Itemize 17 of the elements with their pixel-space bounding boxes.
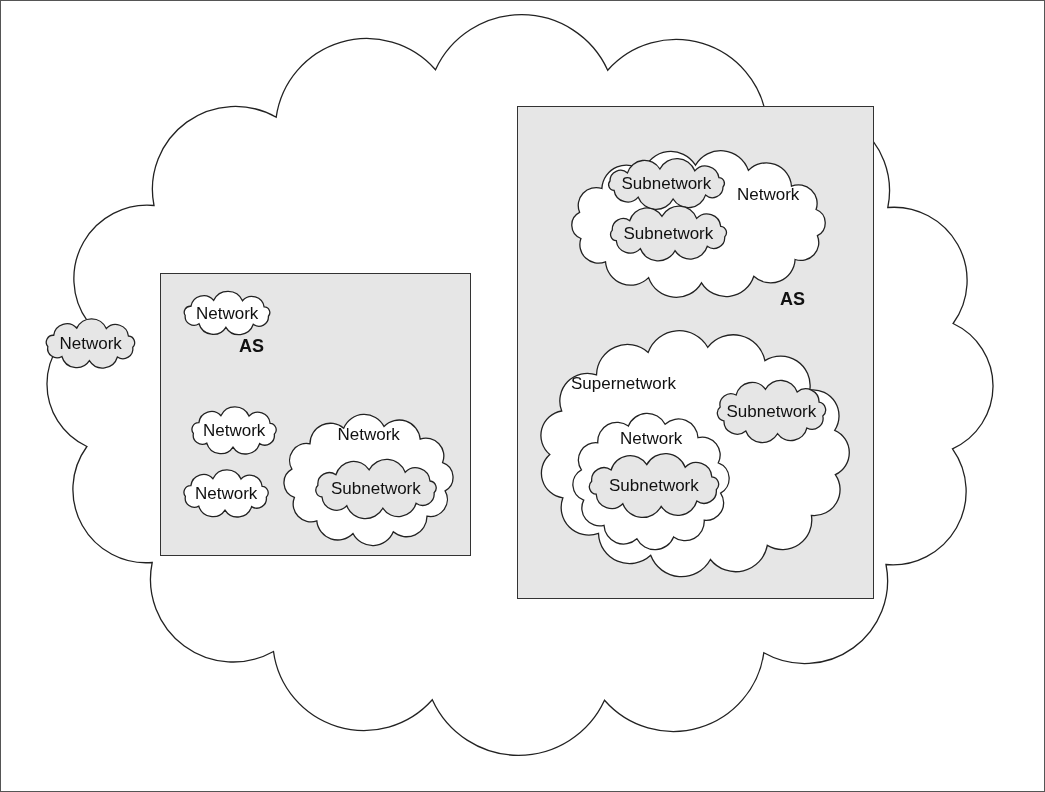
cloud-label: Subnetwork — [621, 174, 712, 194]
cloud-label: Subnetwork — [609, 475, 699, 496]
cloud-label: Network — [203, 421, 266, 441]
region-label: AS — [780, 289, 805, 309]
cloud-label: Network — [620, 429, 683, 449]
cloud-label: Supernetwork — [571, 374, 676, 394]
shaded-region-box — [160, 273, 471, 556]
cloud-label: Subnetwork — [623, 223, 714, 244]
cloud-label: Network — [195, 484, 258, 504]
cloud-label: Network — [737, 185, 800, 205]
cloud-label: Subnetwork — [726, 401, 817, 422]
cloud-label: Network — [337, 425, 400, 445]
cloud-label: Subnetwork — [331, 479, 421, 499]
shaded-region-box — [517, 106, 874, 599]
region-label: AS — [239, 336, 264, 356]
cloud-label: Network — [59, 334, 122, 354]
cloud-label: Network — [196, 303, 259, 324]
